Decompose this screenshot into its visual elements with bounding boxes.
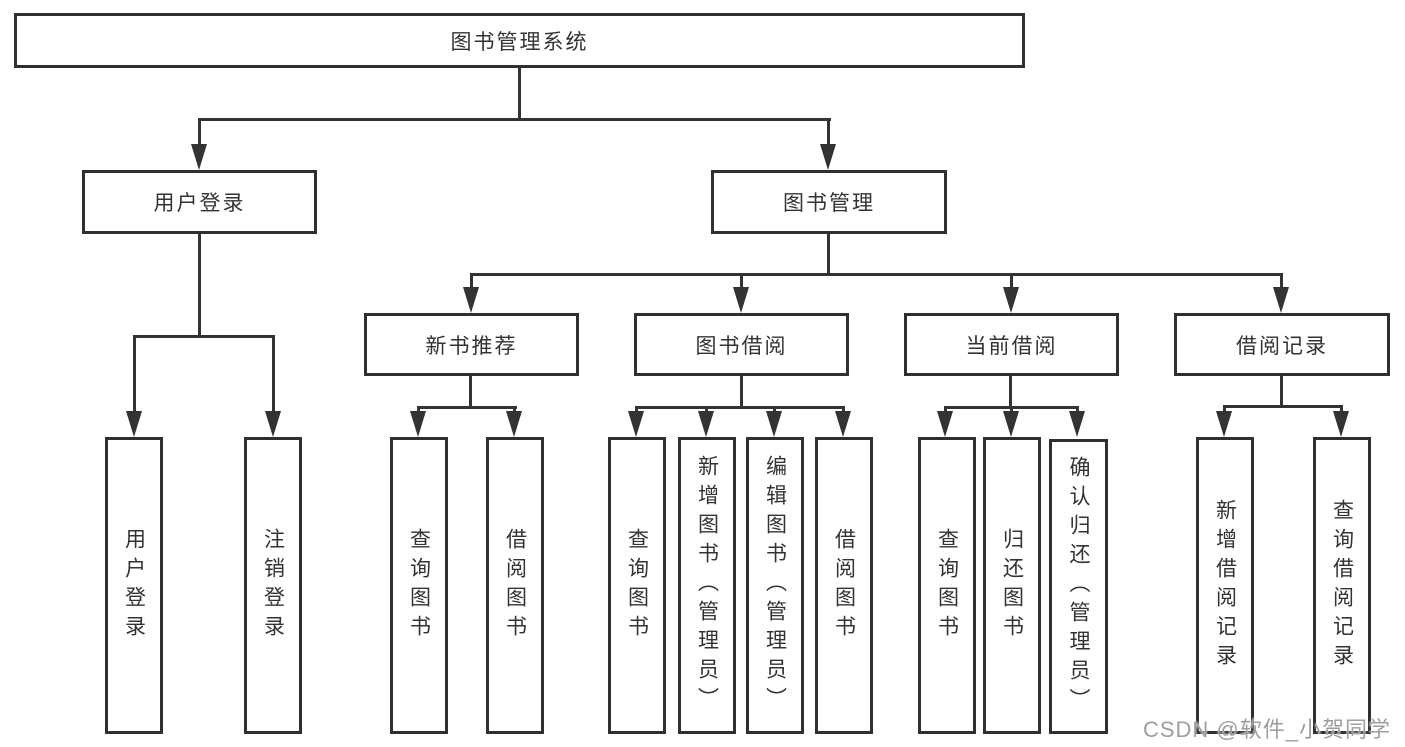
leaf-label: 注销登录 bbox=[261, 527, 285, 644]
leaf-current-return-books: 归还图书 bbox=[983, 437, 1041, 734]
leaf-user-login: 用户登录 bbox=[105, 437, 163, 734]
node-borrow-records: 借阅记录 bbox=[1174, 313, 1390, 376]
leaf-label: 新增借阅记录 bbox=[1213, 498, 1237, 673]
node-current-borrow: 当前借阅 bbox=[904, 313, 1119, 376]
leaf-borrow-borrow-books: 借阅图书 bbox=[815, 437, 873, 734]
leaf-borrow-query-books: 查询图书 bbox=[608, 437, 666, 734]
leaf-label: 借阅图书 bbox=[503, 527, 527, 644]
connector-current-stem bbox=[1009, 376, 1012, 408]
connector-login-stem bbox=[198, 234, 201, 337]
connector-recommend-bar bbox=[417, 406, 517, 409]
connector-mgmt-bar bbox=[470, 273, 1283, 276]
connector-records-stem bbox=[1280, 376, 1283, 407]
leaf-label: 编辑图书（管理员） bbox=[763, 455, 787, 716]
leaf-recommend-borrow-books: 借阅图书 bbox=[486, 437, 544, 734]
arrowhead bbox=[506, 411, 522, 437]
node-label: 借阅记录 bbox=[1236, 334, 1328, 358]
connector-drop-book-management bbox=[827, 118, 830, 150]
arrowhead bbox=[1069, 411, 1085, 437]
connector-login-bar bbox=[133, 335, 275, 338]
node-label: 用户登录 bbox=[153, 192, 246, 215]
arrowhead bbox=[628, 411, 644, 437]
leaf-label: 查询借阅记录 bbox=[1330, 498, 1354, 673]
connector-drop-login bbox=[133, 335, 136, 413]
connector-borrow-bar bbox=[635, 406, 845, 409]
leaf-records-add-record: 新增借阅记录 bbox=[1196, 437, 1254, 734]
leaf-label: 确认归还（管理员） bbox=[1067, 456, 1090, 717]
leaf-label: 用户登录 bbox=[122, 527, 146, 644]
arrowhead-records bbox=[1273, 287, 1289, 313]
node-label: 图书借阅 bbox=[695, 334, 788, 358]
node-label: 当前借阅 bbox=[965, 334, 1058, 358]
arrowhead-recommend bbox=[463, 287, 479, 313]
leaf-label: 借阅图书 bbox=[832, 527, 856, 644]
node-label: 新书推荐 bbox=[425, 334, 518, 358]
arrowhead bbox=[1003, 411, 1019, 437]
arrowhead-login bbox=[126, 411, 142, 437]
connector-drop-records bbox=[1280, 273, 1283, 293]
csdn-watermark: CSDN @软件_小贺同学 bbox=[1142, 717, 1391, 742]
arrowhead bbox=[698, 411, 714, 437]
connector-drop-recommend bbox=[470, 273, 473, 293]
arrowhead bbox=[937, 411, 953, 437]
node-library-management-system: 图书管理系统 bbox=[14, 13, 1025, 68]
leaf-borrow-edit-books-admin: 编辑图书（管理员） bbox=[746, 437, 804, 734]
leaf-label: 归还图书 bbox=[1000, 527, 1024, 644]
node-new-book-recommend: 新书推荐 bbox=[364, 313, 579, 376]
node-label: 图书管理系统 bbox=[450, 30, 589, 54]
connector-drop-borrow bbox=[740, 273, 743, 293]
connector-mgmt-stem bbox=[827, 234, 830, 275]
connector-records-bar bbox=[1223, 405, 1343, 408]
connector-root-stem bbox=[518, 68, 521, 120]
connector-borrow-stem bbox=[740, 376, 743, 408]
leaf-current-confirm-return-admin: 确认归还（管理员） bbox=[1049, 439, 1108, 734]
connector-recommend-stem bbox=[469, 376, 472, 409]
leaf-label: 查询图书 bbox=[625, 527, 649, 644]
leaf-current-query-books: 查询图书 bbox=[918, 437, 976, 734]
node-book-management: 图书管理 bbox=[711, 170, 947, 234]
arrowhead-borrow bbox=[733, 287, 749, 313]
arrowhead bbox=[835, 411, 851, 437]
node-user-login: 用户登录 bbox=[82, 170, 317, 234]
arrowhead-user-login bbox=[191, 144, 207, 170]
arrowhead-current bbox=[1003, 287, 1019, 313]
arrowhead bbox=[1333, 411, 1349, 437]
leaf-logout: 注销登录 bbox=[244, 437, 302, 734]
node-label: 图书管理 bbox=[783, 192, 875, 215]
arrowhead-book-management bbox=[820, 144, 836, 170]
arrowhead bbox=[766, 411, 782, 437]
node-book-borrow: 图书借阅 bbox=[634, 313, 849, 376]
connector-drop-user-login bbox=[198, 118, 201, 150]
leaf-recommend-query-books: 查询图书 bbox=[390, 437, 448, 734]
leaf-label: 查询图书 bbox=[935, 527, 959, 644]
connector-drop-logout bbox=[272, 335, 275, 413]
arrowhead bbox=[1216, 411, 1232, 437]
arrowhead-logout bbox=[265, 411, 281, 437]
leaf-label: 新增图书（管理员） bbox=[695, 455, 719, 716]
connector-root-bar bbox=[198, 118, 831, 121]
leaf-label: 查询图书 bbox=[407, 527, 431, 644]
connector-drop-current bbox=[1010, 273, 1013, 293]
leaf-records-query-record: 查询借阅记录 bbox=[1313, 437, 1371, 734]
arrowhead bbox=[410, 411, 426, 437]
leaf-borrow-add-books-admin: 新增图书（管理员） bbox=[678, 437, 736, 734]
